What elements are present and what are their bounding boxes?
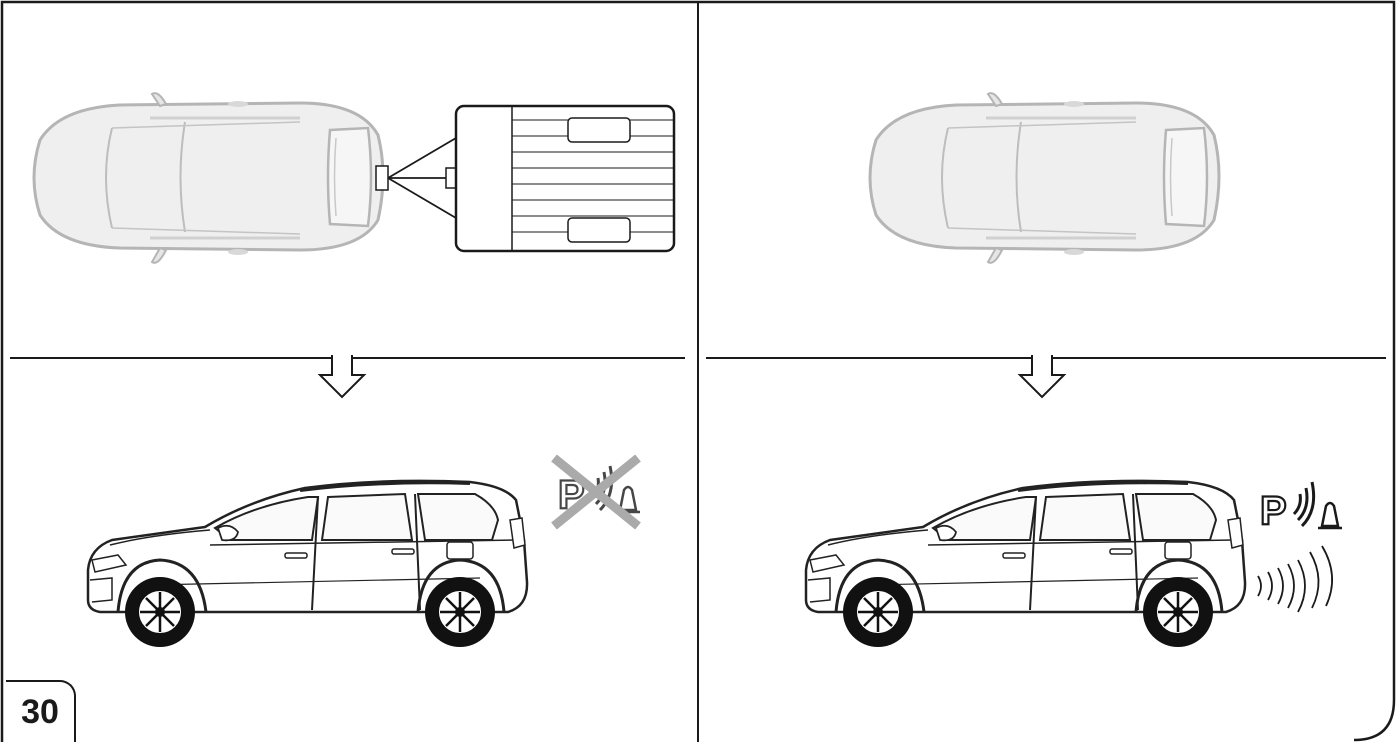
car-top-view-left xyxy=(34,93,383,263)
park-assist-active-icon xyxy=(1260,482,1342,533)
car-top-view-right xyxy=(870,93,1219,263)
down-arrow-right xyxy=(1020,355,1064,397)
car-side-view-right xyxy=(806,481,1245,647)
trailer-top-view xyxy=(376,106,674,251)
park-assist-off-icon xyxy=(554,458,640,526)
sensor-waves xyxy=(1258,546,1332,612)
figure-number: 30 xyxy=(6,680,76,742)
car-side-view-left xyxy=(88,481,527,647)
down-arrow-left xyxy=(320,355,364,397)
